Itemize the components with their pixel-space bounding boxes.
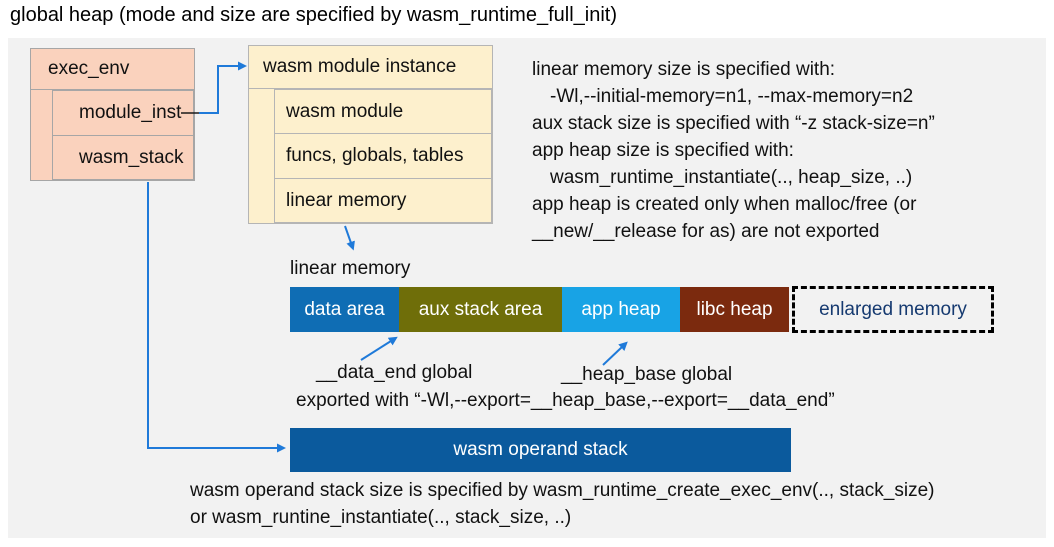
wasm-operand-stack-bar: wasm operand stack (290, 428, 791, 472)
segment-libc-heap: libc heap (680, 287, 789, 332)
segment-data-area: data area (290, 287, 399, 332)
note-line: wasm_runtime_instantiate(.., heap_size, … (550, 167, 913, 188)
exec-env-row-wasm-stack: wasm_stack (52, 135, 194, 180)
exec-env-box: exec_env module_inst wasm_stack (30, 48, 195, 181)
wasm-module-instance-box: wasm module instance wasm module funcs, … (248, 45, 493, 224)
note-line: app heap size is specified with: (532, 140, 794, 161)
export-flags-note: exported with “-Wl,--export=__heap_base,… (296, 390, 835, 411)
operand-stack-note-line1: wasm operand stack size is specified by … (190, 480, 935, 501)
note-line: aux stack size is specified with “-z sta… (532, 113, 935, 134)
exec-env-title: exec_env (31, 49, 194, 90)
note-line: -Wl,--initial-memory=n1, --max-memory=n2 (550, 86, 914, 107)
row-wasm-module: wasm module (274, 89, 492, 134)
diagram-panel: exec_env module_inst wasm_stack wasm mod… (8, 38, 1046, 538)
segment-app-heap: app heap (562, 287, 680, 332)
wasm-module-instance-title: wasm module instance (249, 46, 492, 89)
row-linear-memory: linear memory (274, 178, 492, 223)
segment-enlarged-memory: enlarged memory (792, 286, 994, 333)
linear-memory-label: linear memory (290, 258, 411, 279)
note-line: app heap is created only when malloc/fre… (532, 194, 917, 215)
exec-env-row-module-inst: module_inst (52, 90, 194, 136)
heap-base-global-label: __heap_base global (561, 364, 733, 385)
note-line: linear memory size is specified with: (532, 59, 836, 80)
note-line: __new/__release for as) are not exported (532, 221, 880, 242)
segment-aux-stack-area: aux stack area (399, 287, 562, 332)
linear-memory-notes: linear memory size is specified with: -W… (532, 56, 935, 245)
diagram-title: global heap (mode and size are specified… (10, 4, 617, 26)
data-end-global-label: __data_end global (316, 362, 473, 383)
row-funcs-globals-tables: funcs, globals, tables (274, 133, 492, 179)
operand-stack-note-line2: or wasm_runtine_instantiate(.., stack_si… (190, 507, 572, 528)
